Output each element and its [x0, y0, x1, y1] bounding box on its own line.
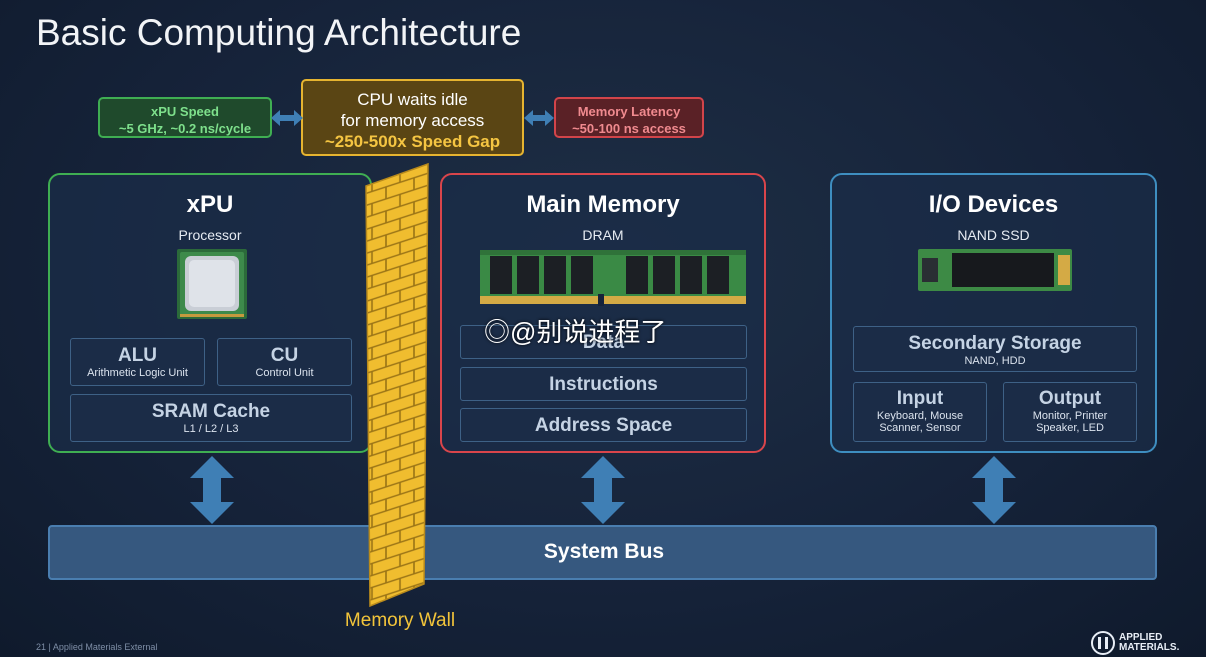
speed-gap-tag: CPU waits idle for memory access ~250-50… — [301, 79, 524, 156]
xpu-title: xPU — [186, 191, 234, 218]
speed-gap-value: ~250-500x Speed Gap — [324, 132, 501, 151]
sram-cache-sublabel: L1 / L2 / L3 — [183, 423, 239, 435]
output-sublabel-2: Speaker, LED — [1036, 422, 1104, 434]
dram-module-icon — [480, 250, 746, 306]
logo-line-2: MATERIALS. — [1119, 642, 1180, 653]
main-memory-panel: Main Memory DRAM Data Instructions Addre… — [440, 173, 766, 453]
sram-cache-box: SRAM Cache L1 / L2 / L3 — [70, 394, 352, 442]
cu-box: CU Control Unit — [217, 338, 352, 386]
memory-item: Instructions — [460, 367, 747, 401]
secondary-storage-sublabel: NAND, HDD — [964, 355, 1026, 367]
secondary-storage-label: Secondary Storage — [908, 333, 1082, 354]
xpu-speed-value: ~5 GHz, ~0.2 ns/cycle — [118, 121, 252, 136]
input-box: Input Keyboard, Mouse Scanner, Sensor — [853, 382, 987, 442]
output-box: Output Monitor, Printer Speaker, LED — [1003, 382, 1137, 442]
memory-latency-tag: Memory Latency ~50-100 ns access — [554, 97, 704, 138]
memory-latency-value: ~50-100 ns access — [572, 121, 686, 136]
watermark: ◎@别说进程了 — [484, 312, 666, 349]
input-sublabel-2: Scanner, Sensor — [879, 422, 961, 434]
memory-item-label: Instructions — [549, 374, 658, 395]
sram-cache-label: SRAM Cache — [151, 401, 271, 422]
system-bus-label: System Bus — [543, 540, 665, 563]
memory-title: Main Memory — [526, 191, 680, 218]
speed-gap-line2: for memory access — [340, 111, 485, 130]
ssd-icon — [918, 249, 1072, 291]
xpu-panel: xPU Processor ALU Arithmetic Logic Unit … — [48, 173, 372, 453]
memory-latency-label: Memory Latency — [577, 104, 681, 119]
memory-wall-brick-icon — [365, 162, 429, 608]
xpu-speed-label: xPU Speed — [151, 104, 219, 119]
memory-item-label: Data — [582, 332, 625, 353]
memory-item-label: Address Space — [534, 415, 673, 436]
alu-box: ALU Arithmetic Logic Unit — [70, 338, 205, 386]
memory-item: Data — [460, 325, 747, 359]
processor-chip-icon — [177, 249, 247, 319]
double-arrow-icon — [524, 110, 554, 126]
io-subtitle: NAND SSD — [957, 227, 1030, 243]
bus-connection-arrow-icon — [972, 456, 1016, 524]
watermark-text: @别说进程了 — [510, 317, 667, 347]
applied-materials-logo: APPLIED MATERIALS. — [1119, 633, 1179, 653]
xpu-subtitle: Processor — [178, 227, 242, 243]
output-sublabel-1: Monitor, Printer — [1032, 410, 1108, 422]
xpu-speed-tag: xPU Speed ~5 GHz, ~0.2 ns/cycle — [98, 97, 272, 138]
weibo-icon: ◎ — [484, 317, 511, 347]
slide-footer: 21 | Applied Materials External — [36, 642, 158, 652]
input-label: Input — [896, 388, 944, 409]
bus-connection-arrow-icon — [581, 456, 625, 524]
bus-connection-arrow-icon — [190, 456, 234, 524]
io-title: I/O Devices — [928, 191, 1059, 218]
memory-wall-label: Memory Wall — [344, 610, 456, 631]
cu-sublabel: Control Unit — [255, 367, 314, 379]
slide-title: Basic Computing Architecture — [36, 12, 522, 53]
alu-label: ALU — [117, 345, 158, 366]
memory-subtitle: DRAM — [582, 227, 624, 243]
memory-item: Address Space — [460, 408, 747, 442]
double-arrow-icon — [271, 110, 303, 126]
system-bus — [48, 525, 1157, 580]
speed-gap-line1: CPU waits idle — [357, 90, 468, 109]
alu-sublabel: Arithmetic Logic Unit — [87, 367, 188, 379]
secondary-storage-box: Secondary Storage NAND, HDD — [853, 326, 1137, 372]
io-devices-panel: I/O Devices NAND SSD Secondary Storage N… — [830, 173, 1157, 453]
input-sublabel-1: Keyboard, Mouse — [876, 410, 964, 422]
cu-label: CU — [270, 345, 299, 366]
applied-materials-logo-icon — [1091, 631, 1115, 655]
output-label: Output — [1038, 388, 1102, 409]
logo-line-1: APPLIED — [1119, 632, 1163, 643]
